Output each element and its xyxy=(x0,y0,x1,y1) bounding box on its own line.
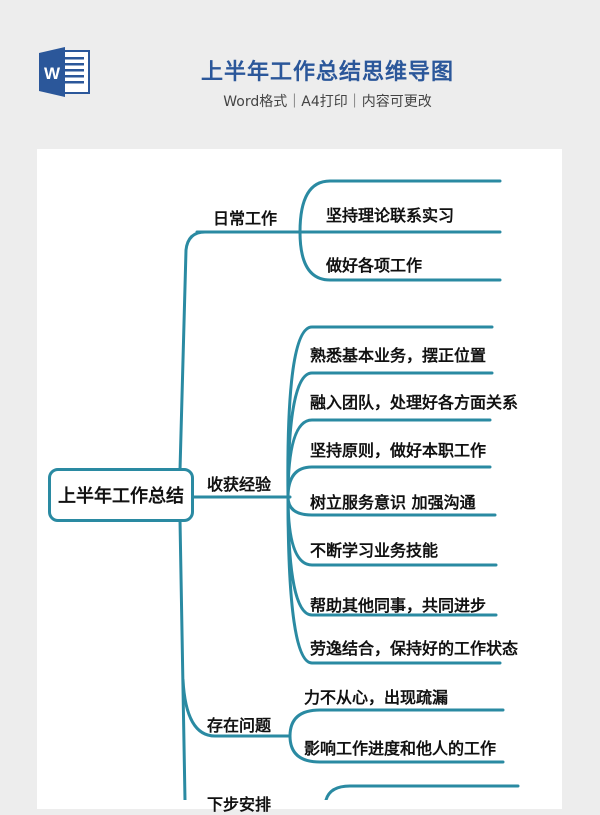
branch-gained-experience: 收获经验 xyxy=(207,475,272,494)
leaf-item: 影响工作进度和他人的工作 xyxy=(304,739,497,758)
branch-next-steps: 下步安排 xyxy=(207,795,272,814)
branch-daily-work: 日常工作 xyxy=(213,209,278,228)
leaf-item: 帮助其他同事，共同进步 xyxy=(310,596,487,615)
leaf-item: 树立服务意识 加强沟通 xyxy=(310,493,476,512)
leaf-item: 做好各项工作 xyxy=(326,256,423,275)
leaf-item: 坚持原则，做好本职工作 xyxy=(310,441,487,460)
leaf-item: 坚持理论联系实习 xyxy=(326,206,455,225)
page-title: 上半年工作总结思维导图 xyxy=(200,60,454,85)
leaf-item: 力不从心，出现疏漏 xyxy=(304,688,449,707)
header: W 上半年工作总结思维导图 Word格式｜A4打印｜内容可更改 xyxy=(0,0,600,140)
branch-existing-problems: 存在问题 xyxy=(207,716,272,735)
word-document-icon: W xyxy=(39,47,90,97)
svg-text:W: W xyxy=(44,64,61,83)
leaf-item: 融入团队，处理好各方面关系 xyxy=(310,393,519,412)
page-subtitle: Word格式｜A4打印｜内容可更改 xyxy=(223,94,432,110)
leaf-item: 不断学习业务技能 xyxy=(310,541,439,560)
leaf-item: 熟悉基本业务，摆正位置 xyxy=(310,346,487,365)
leaf-item: 劳逸结合，保持好的工作状态 xyxy=(310,639,519,658)
mindmap-root-node: 上半年工作总结 xyxy=(48,468,194,522)
